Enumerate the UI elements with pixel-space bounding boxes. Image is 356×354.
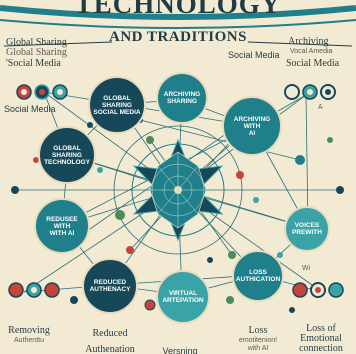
hub-label: GLOBAL SHARING SOCIAL MEDIA [93, 94, 141, 116]
hub-label: VOICES PREWITH [292, 222, 322, 236]
hub-virtual-artepation[interactable]: VIRTUAL ARTEPATION [156, 270, 210, 324]
label-global-sharing: Global Sharing [6, 37, 67, 48]
banner-curve-top [0, 5, 356, 20]
title-rule-right [247, 41, 353, 47]
label-global-sharing-blur: Global Sharing [6, 47, 67, 58]
title-rule-left [3, 41, 113, 47]
banner-curve-bottom [0, 19, 356, 29]
hub-voices-prewith[interactable]: VOICES PREWITH [284, 206, 330, 252]
hub-reduced-with-ai[interactable]: REDUSEE WITH WITH AI [34, 198, 90, 254]
label-loss-mid-sub2: with AI [247, 345, 269, 352]
hub-global-sharing-social-media[interactable]: GLOBAL SHARING SOCIAL MEDIA [88, 76, 146, 134]
label-versioning: Versning [162, 346, 198, 354]
label-reduced: Reduced [92, 328, 128, 339]
hub-global-sharing-technology[interactable]: GLOBAL SHARING TECHNOLOGY [38, 126, 96, 184]
hub-label: REDUCED AUTHENACY [89, 279, 131, 293]
icon-cluster-bottom-left [8, 282, 60, 298]
title-line-2: AND TRADITIONS [108, 29, 247, 45]
icon-cluster-bottom-right [292, 282, 344, 298]
label-removing-sub: Authenttu [14, 337, 44, 344]
label-loss-mid-sub: emotitenion! [238, 337, 278, 344]
label-reduced-sub: Authenation [85, 344, 135, 354]
icon-cluster-right [284, 84, 336, 100]
center-dot [174, 186, 182, 194]
label-social-media-top-left: 'Social Media [6, 58, 61, 69]
hub-loss-authication[interactable]: LOSS AUTHICATION [232, 250, 284, 302]
label-removing: Removing [8, 325, 50, 336]
label-wi-small: Wi [302, 265, 311, 272]
hub-label: VIRTUAL ARTEPATION [162, 290, 204, 304]
hub-label: ARCHIVING SHARING [163, 91, 201, 105]
label-archiving-sub: Vocal Amedia [290, 48, 333, 55]
label-a-small: A [318, 104, 323, 111]
label-emotional: Emotional [300, 333, 342, 344]
label-social-media-right: Social Media [286, 58, 340, 69]
label-archiving: Archiving [288, 36, 329, 47]
label-connection: connection [299, 343, 343, 354]
label-social-media-mid: Social Media [228, 50, 280, 60]
icon-cluster-left [16, 84, 68, 100]
hub-label: REDUSEE WITH WITH AI [46, 215, 78, 237]
hub-label: LOSS AUTHICATION [235, 269, 281, 283]
hub-reduced-authenacy[interactable]: REDUCED AUTHENACY [82, 258, 138, 314]
hub-archiving-with-ai[interactable]: ARCHIVING WITH AI [222, 96, 282, 156]
title-line-1: TECHNOLOGY [74, 0, 282, 19]
label-social-media-left: Social Media [4, 104, 56, 114]
hub-archiving-sharing[interactable]: ARCHIVING SHARING [156, 72, 208, 124]
outer-ring [113, 125, 243, 255]
hub-label: ARCHIVING WITH AI [233, 115, 271, 137]
label-loss-of: Loss of [306, 323, 336, 334]
label-loss-mid: Loss [248, 325, 268, 336]
hub-label: GLOBAL SHARING TECHNOLOGY [44, 144, 90, 166]
